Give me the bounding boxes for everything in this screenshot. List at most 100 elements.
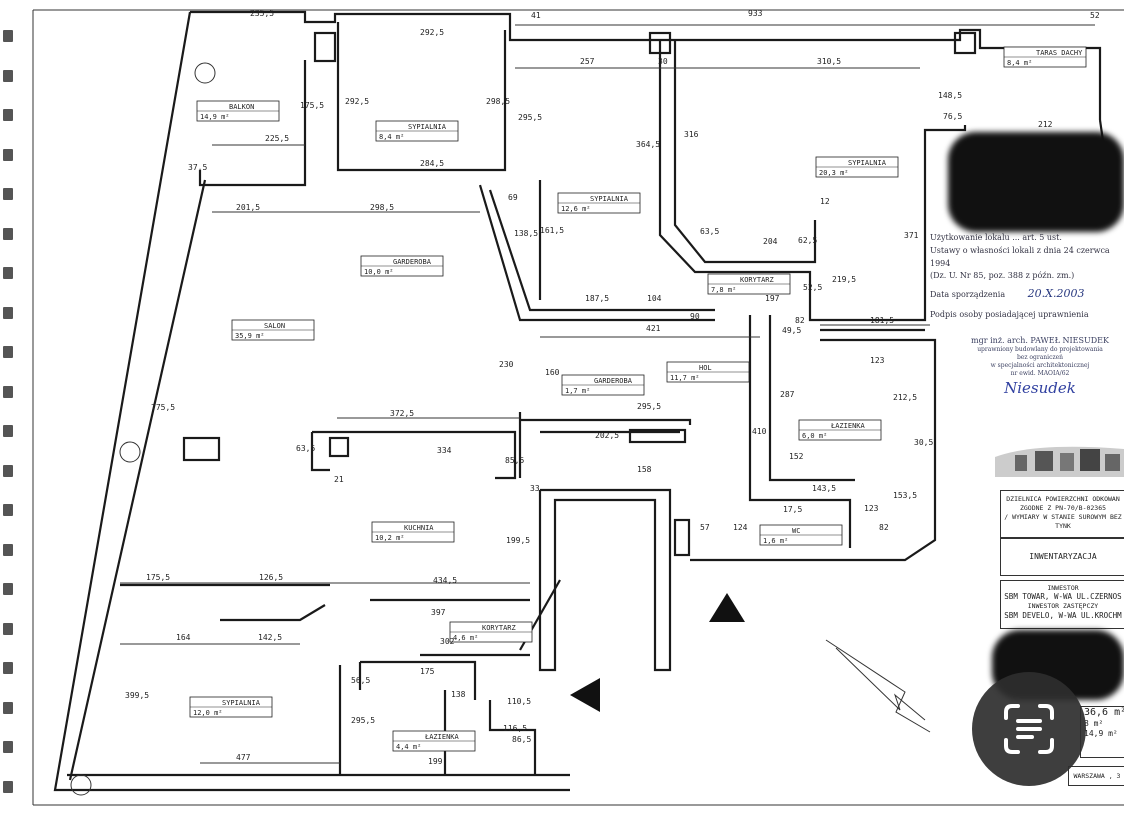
dimension-label: 148,5 [938, 91, 962, 100]
dimension-label: 123 [870, 356, 885, 365]
dimension-label: 212 [1038, 120, 1053, 129]
dimension-label: 52,5 [803, 283, 822, 292]
dimension-label: 85,5 [505, 456, 524, 465]
dimension-label: 33 [530, 484, 540, 493]
room-area: 20,3 m² [819, 169, 849, 177]
dimension-label: 197 [765, 294, 780, 303]
room-label-hol: HOL 11,7 m² [666, 361, 750, 383]
room-area: 8,4 m² [379, 133, 404, 141]
architect-line1: uprawniony budowlany do projektowania [977, 346, 1103, 354]
dimension-label: 124 [733, 523, 748, 532]
scan-text-button[interactable] [972, 672, 1086, 786]
room-name: GARDEROBA [393, 258, 432, 266]
dimension-label: 104 [647, 294, 662, 303]
room-name: TARAS DACHY [1036, 49, 1083, 57]
room-name: WC [792, 527, 800, 535]
dimension-label: 410 [752, 427, 767, 436]
dimension-label: 143,5 [812, 484, 836, 493]
dimension-label: 126,5 [259, 573, 283, 582]
room-area: 11,7 m² [670, 374, 700, 382]
dimension-label: 364,5 [636, 140, 660, 149]
signature: Niesudek [1004, 378, 1076, 397]
dimension-label: 30,5 [914, 438, 933, 447]
room-name: SALON [264, 322, 285, 330]
room-name: SYPIALNIA [590, 195, 629, 203]
dimension-label: 199,5 [506, 536, 530, 545]
room-area: 1,6 m² [763, 537, 788, 545]
redaction-top [948, 132, 1124, 232]
dimension-label: 123 [864, 504, 879, 513]
dimension-label: 49,5 [782, 326, 801, 335]
architect-stamp: mgr inż. arch. PAWEŁ NIESUDEK uprawniony… [960, 336, 1120, 398]
room-area: 14,9 m² [200, 113, 230, 121]
room-name: HOL [699, 364, 712, 372]
dimension-label: 138 [451, 690, 466, 699]
dimension-label: 52 [1090, 11, 1100, 20]
dimension-label: 230 [499, 360, 514, 369]
dimension-label: 160 [545, 368, 560, 377]
title-block-main: INWENTARYZACJA POWYKONAWCZA [1000, 538, 1124, 597]
room-area: 10,0 m² [364, 268, 394, 276]
room-area: 4,6 m² [453, 634, 478, 642]
room-name: SYPIALNIA [408, 123, 447, 131]
dimension-label: 76,5 [943, 112, 962, 121]
dimension-label: 295,5 [518, 113, 542, 122]
room-label-garderoba1: GARDEROBA 10,0 m² [360, 255, 444, 277]
title-h1: DZIELNICA POWIERZCHNI ODKOWAN [1006, 495, 1120, 503]
dimension-label: 69 [508, 193, 518, 202]
area-3: 14,9 m² [1084, 728, 1118, 738]
dimension-label: 284,5 [420, 159, 444, 168]
dimension-label: 164 [176, 633, 191, 642]
dimension-label: 30 [658, 57, 668, 66]
dimension-label: 372,5 [390, 409, 414, 418]
dimension-label: 434,5 [433, 576, 457, 585]
area-2: 8 m² [1084, 719, 1104, 728]
dimension-label: 421 [646, 324, 661, 333]
dimension-label: 37,5 [188, 163, 207, 172]
title-block-city: WARSZAWA , 3 [1068, 766, 1124, 786]
room-area: 8,4 m² [1007, 59, 1032, 67]
room-name: KUCHNIA [404, 524, 434, 532]
architect-line3: w specjalności architektonicznej [990, 361, 1090, 369]
dimension-label: 212,5 [893, 393, 917, 402]
room-name: SYPIALNIA [222, 699, 261, 707]
dimension-lines [120, 24, 1095, 764]
ustawa-text: Ustawy o własności lokali z dnia 24 czer… [930, 245, 1110, 268]
dimension-label: 219,5 [832, 275, 856, 284]
room-label-taras: TARAS DACHY 8,4 m² [1003, 46, 1087, 68]
room-area: 10,2 m² [375, 534, 405, 542]
room-name: ŁAZIENKA [830, 422, 866, 430]
city: WARSZAWA , 3 [1073, 772, 1121, 780]
dimension-label: 161,5 [540, 226, 564, 235]
architect-line4: nr ewid. MAOIA/62 [1010, 369, 1070, 377]
certification-stamp: Użytkowanie lokalu ... art. 5 ust. Ustaw… [930, 180, 1124, 322]
dimension-label: 225,5 [265, 134, 289, 143]
dimension-label: 62,5 [798, 236, 817, 245]
signature-label: Podpis osoby posiadającej uprawnienia [930, 309, 1089, 319]
dimension-label: 295,5 [351, 716, 375, 725]
dimension-label: 82 [879, 523, 889, 532]
dimension-label: 933 [748, 9, 763, 18]
dimension-label: 56,5 [351, 676, 370, 685]
dimension-label: 199 [428, 757, 443, 766]
usage-text: Użytkowanie lokalu ... art. 5 ust. [930, 233, 1062, 242]
dimension-label: 292,5 [345, 97, 369, 106]
dz-text: (Dz. U. Nr 85, poz. 388 z późn. zm.) [930, 271, 1075, 281]
dimension-label: 86,5 [512, 735, 531, 744]
room-area: 12,6 m² [561, 205, 591, 213]
dimension-label: 295,5 [637, 402, 661, 411]
dimension-label: 775,5 [151, 403, 175, 412]
dimension-label: 257 [580, 57, 595, 66]
dimension-label: 116,5 [503, 724, 527, 733]
room-area: 7,8 m² [711, 286, 736, 294]
dimension-label: 371 [904, 231, 919, 240]
dimension-label: 82 [795, 316, 805, 325]
sub-investor-label: INWESTOR ZASTĘPCZY [1027, 602, 1099, 611]
